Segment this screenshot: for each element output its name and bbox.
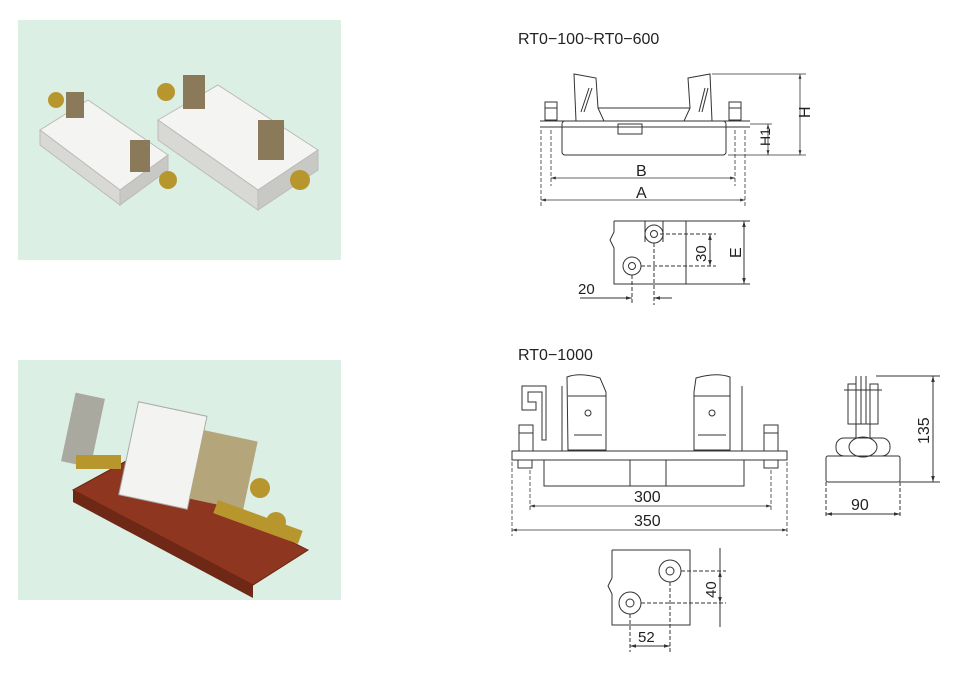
bottom-side-view <box>825 375 940 518</box>
product-photo-rt0-1000 <box>18 360 341 600</box>
bottom-dimension-lines <box>511 462 788 536</box>
dim-label-H1: H1 <box>757 128 773 146</box>
dim-label-300: 300 <box>634 489 661 506</box>
dim-label-52: 52 <box>638 629 655 646</box>
dim-label-90: 90 <box>851 497 869 514</box>
top-plan-view <box>580 220 750 305</box>
porcelain-fuse-base-icon <box>39 75 319 211</box>
dim-label-E: E <box>728 247 745 258</box>
top-section-title: RT0−100~RT0−600 <box>518 31 659 48</box>
dim-label-B: B <box>636 163 647 180</box>
dim-label-H: H <box>797 106 814 118</box>
top-front-view <box>540 73 750 156</box>
bottom-front-view <box>511 374 788 487</box>
bottom-plan-view <box>607 548 726 652</box>
fuse-holder-red-base-icon <box>61 392 310 598</box>
dim-label-30: 30 <box>693 245 710 262</box>
dim-label-A: A <box>636 185 647 202</box>
top-dimension-lines <box>540 73 806 208</box>
dim-label-350: 350 <box>634 513 661 530</box>
dim-label-135: 135 <box>916 417 933 444</box>
dim-label-20: 20 <box>578 281 595 298</box>
bottom-section-title: RT0−1000 <box>518 347 593 364</box>
dim-label-40: 40 <box>703 581 720 598</box>
product-photo-rt0-100-600 <box>18 20 341 260</box>
